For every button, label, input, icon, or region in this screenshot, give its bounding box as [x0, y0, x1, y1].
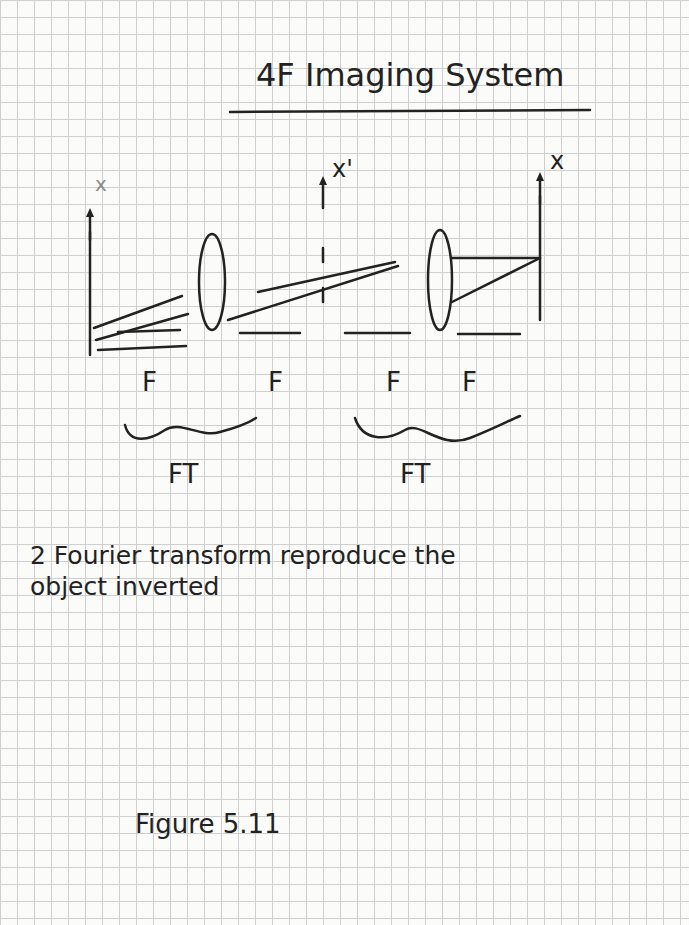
object-plane	[89, 232, 92, 355]
transform-label: FT	[400, 458, 430, 491]
note: 2 Fourier transform reproduce the object…	[30, 540, 530, 603]
image-arrow	[539, 176, 542, 204]
ray	[258, 262, 395, 292]
figure-caption: Figure 5.11	[135, 808, 281, 841]
focal-length: F	[462, 366, 477, 399]
focal-mark	[345, 332, 410, 335]
focal-mark	[118, 330, 180, 332]
lens	[199, 234, 225, 330]
focal-mark	[240, 332, 300, 335]
title-underline	[230, 110, 590, 112]
fourier-plane	[322, 248, 325, 262]
ray	[94, 296, 182, 328]
fourier-plane	[322, 288, 325, 302]
transform-label: FT	[168, 458, 198, 491]
brace	[355, 416, 520, 441]
focal-length: F	[142, 366, 157, 399]
axis-label: x	[550, 146, 564, 176]
image-plane	[539, 196, 542, 320]
axis-label: x	[95, 172, 107, 197]
object-arrow	[89, 212, 92, 240]
axis-label: x'	[332, 154, 353, 184]
ray	[96, 314, 188, 340]
focal-length: F	[268, 366, 283, 399]
ray	[228, 266, 398, 320]
ray	[452, 257, 540, 260]
focal-mark	[458, 333, 520, 336]
lens	[428, 230, 452, 330]
ray	[452, 258, 540, 302]
ray	[98, 346, 186, 350]
brace	[125, 418, 256, 439]
focal-length: F	[386, 366, 401, 399]
diagram-title: 4F Imaging System	[256, 55, 564, 95]
fourier-arrow	[322, 180, 325, 208]
